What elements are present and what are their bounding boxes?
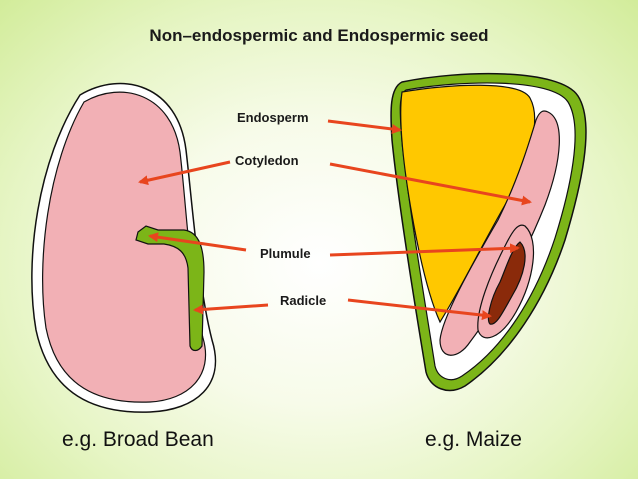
broad-bean-caption: e.g. Broad Bean: [62, 428, 214, 451]
plumule-arrow-maize: [329, 243, 520, 257]
maize-caption: e.g. Maize: [425, 428, 522, 451]
endosperm-label: Endosperm: [237, 110, 309, 125]
plumule-label: Plumule: [260, 246, 311, 261]
broad-bean-seed: [31, 82, 217, 413]
cotyledon-label: Cotyledon: [235, 153, 299, 168]
radicle-label: Radicle: [280, 293, 327, 308]
broad-bean-cotyledon: [42, 91, 207, 403]
maize-cotyledon: [439, 110, 560, 356]
radicle-arrow-bean: [193, 303, 269, 315]
cotyledon-arrow-bean: [138, 160, 231, 186]
label-arrows: [138, 119, 532, 321]
diagram-title: Non–endospermic and Endospermic seed: [149, 26, 489, 45]
cotyledon-arrow-maize: [329, 162, 532, 206]
plumule-arrow-bean: [148, 232, 247, 252]
broad-bean-plumule: [135, 225, 205, 352]
maize-seed: [390, 72, 587, 392]
endosperm-arrow: [327, 119, 402, 134]
maize-plumule-radicle: [487, 241, 526, 325]
radicle-arrow-maize: [347, 298, 492, 321]
